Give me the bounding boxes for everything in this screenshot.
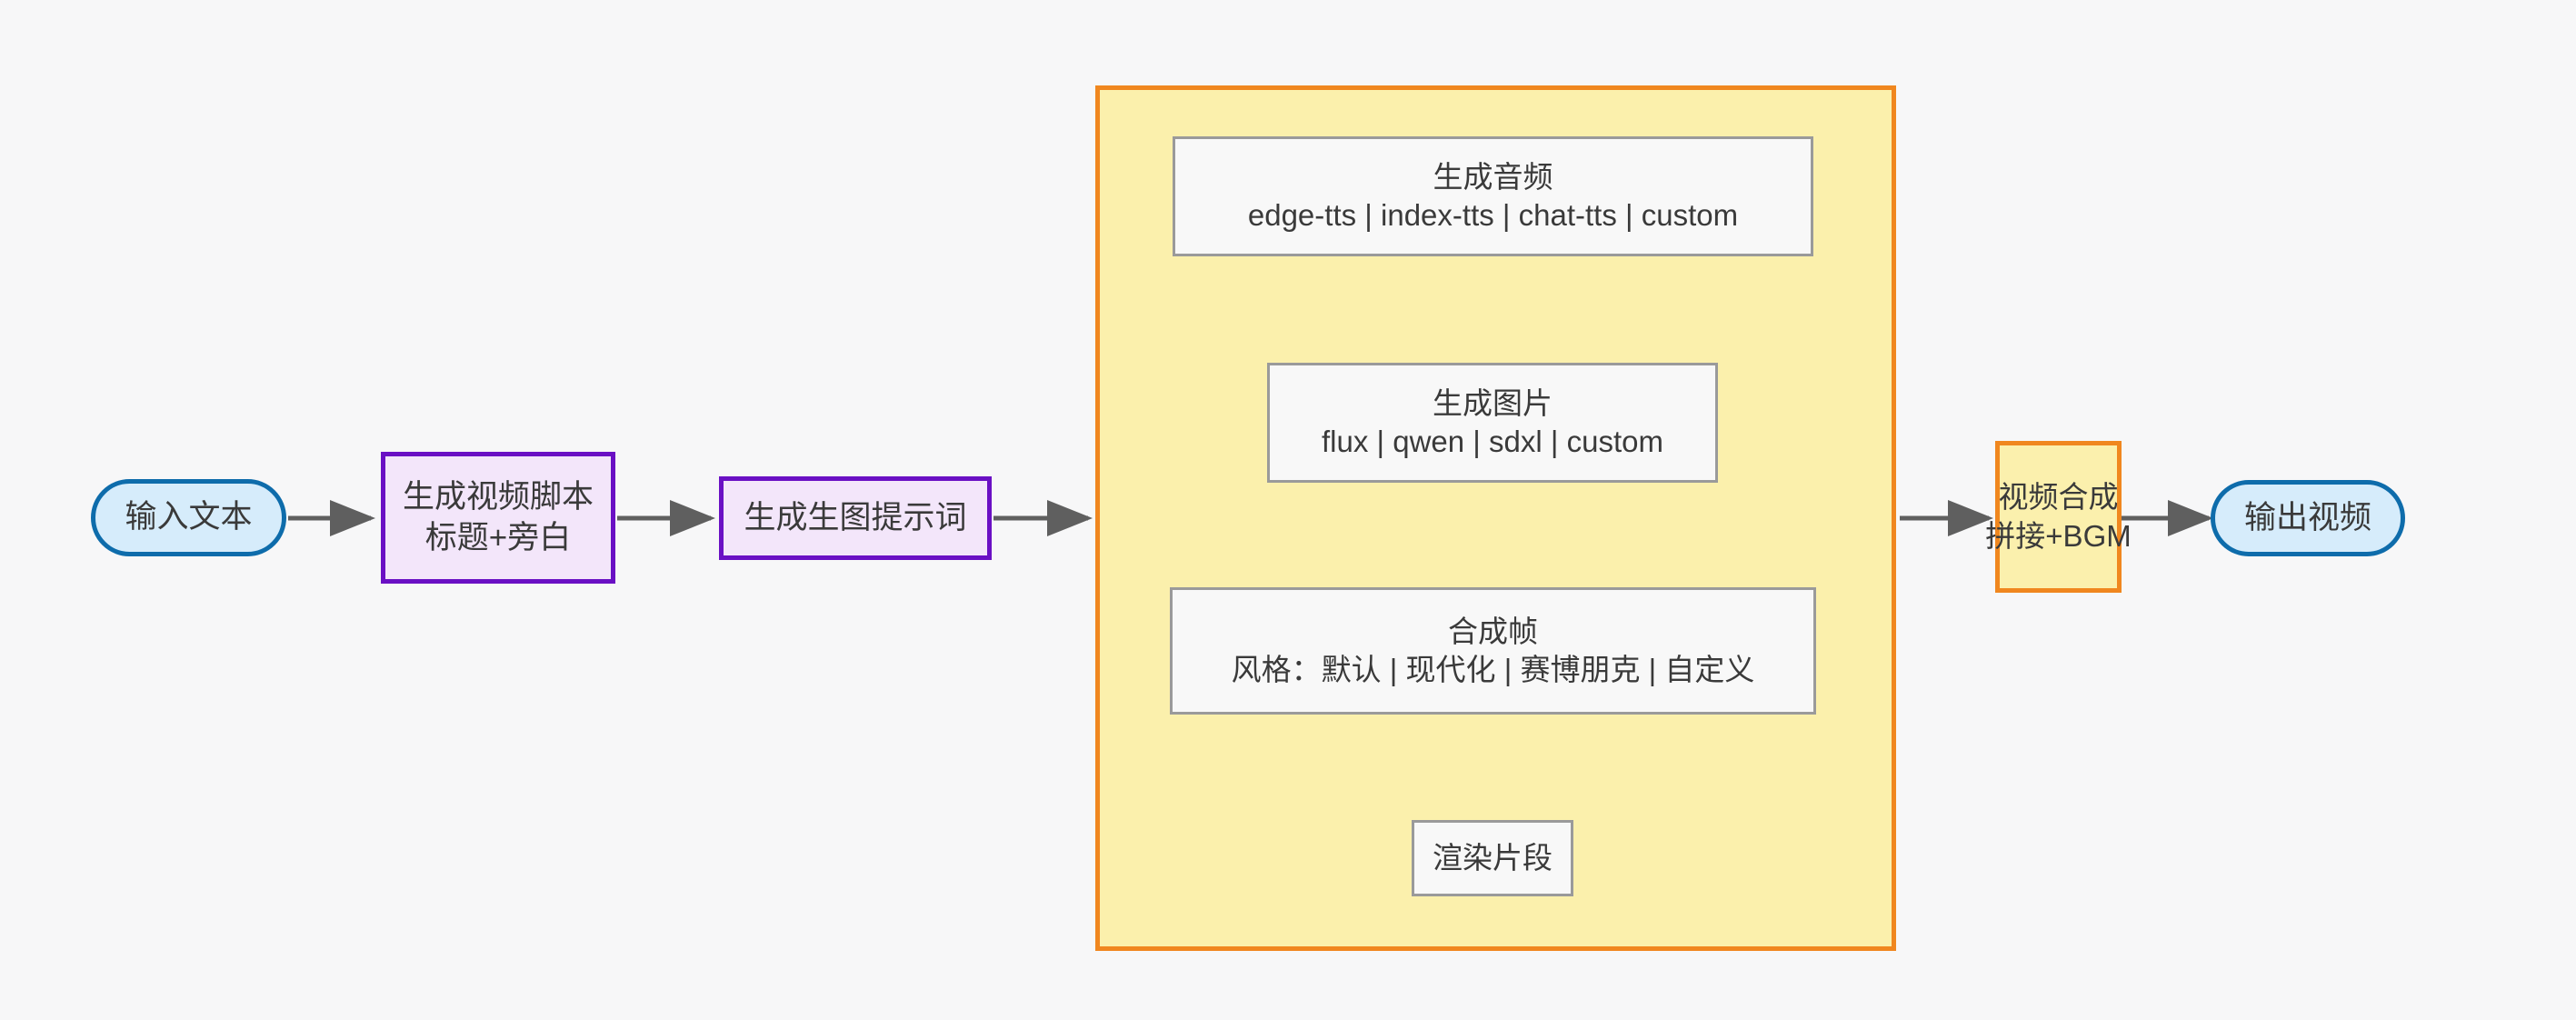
node-compose-frame-title: 合成帧 [1448,614,1538,648]
node-generate-audio[interactable]: 生成音频 edge-tts | index-tts | chat-tts | c… [1173,136,1813,256]
node-generate-audio-options: edge-tts | index-tts | chat-tts | custom [1247,198,1739,232]
node-compose-frame-options: 风格：默认 | 现代化 | 赛博朋克 | 自定义 [1231,653,1755,686]
node-generate-script[interactable]: 生成视频脚本 标题+旁白 [381,452,615,584]
node-video-composition-line1: 视频合成 [1998,480,2119,515]
node-generate-script-line1: 生成视频脚本 [402,478,594,515]
node-generate-picture[interactable]: 生成图片 flux | qwen | sdxl | custom [1267,363,1718,483]
node-generate-image-prompt-label: 生成生图提示词 [744,499,967,535]
node-compose-frame[interactable]: 合成帧 风格：默认 | 现代化 | 赛博朋克 | 自定义 [1170,587,1816,715]
node-render-clip[interactable]: 渲染片段 [1412,820,1573,896]
node-generate-picture-options: flux | qwen | sdxl | custom [1321,425,1664,458]
node-generate-script-line2: 标题+旁白 [424,519,572,555]
node-output-video-label: 输出视频 [2243,499,2371,535]
node-video-composition-line2: 拼接+BGM [1985,518,2132,553]
node-input-text[interactable]: 输入文本 [91,479,286,556]
node-video-composition[interactable]: 视频合成 拼接+BGM [1985,441,2132,593]
node-output-video[interactable]: 输出视频 [2211,480,2405,556]
node-generate-audio-title: 生成音频 [1433,159,1553,194]
node-render-clip-label: 渲染片段 [1433,840,1553,875]
node-input-text-label: 输入文本 [125,499,253,535]
node-generate-picture-title: 生成图片 [1433,385,1553,420]
node-generate-image-prompt[interactable]: 生成生图提示词 [719,476,992,560]
